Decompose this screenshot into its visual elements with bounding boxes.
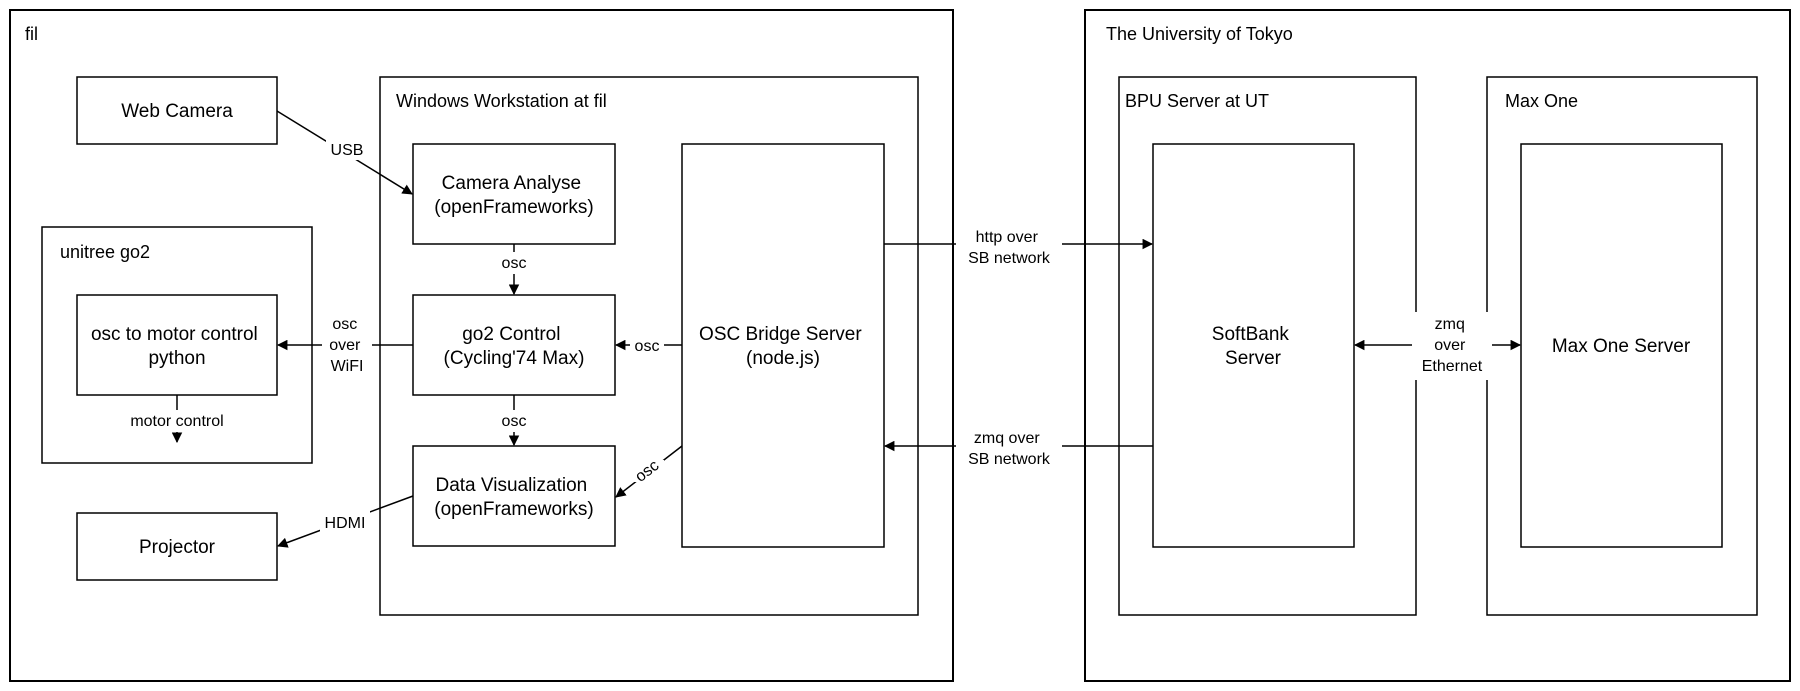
node-web-camera: Web Camera — [77, 77, 277, 144]
edge-zmq-sb-label-line-2: SB network — [968, 451, 1051, 468]
node-max-one-line-1: Max One Server — [1552, 336, 1691, 357]
edge-label-osc-bridge-go2: osc — [630, 335, 664, 355]
edge-label-http-sb: http over SB network — [956, 226, 1062, 270]
edge-osc-bridge-go2-label-line-1: osc — [635, 338, 660, 355]
node-osc-motor-line-2: python — [148, 348, 205, 369]
edge-hdmi-label: HDMI — [325, 515, 366, 532]
edge-zmq-sb-label-line-1: zmq over — [974, 430, 1040, 447]
edge-zmq-eth-label-line-2: over — [1434, 337, 1466, 354]
edge-label-osc-bridge-viz: osc — [630, 457, 664, 486]
edge-motor-control-label-line-1: motor control — [130, 413, 223, 430]
edge-http-sb-label-line-1: http over — [976, 229, 1039, 246]
node-softbank-server: SoftBank Server — [1153, 144, 1354, 547]
edge-label-osc-wifi: osc over WiFI — [322, 312, 372, 380]
node-osc-bridge-line-2: (node.js) — [746, 348, 820, 369]
edge-label-hdmi: HDMI — [320, 511, 370, 533]
edge-osc-wifi-label: osc over WiFI — [329, 316, 365, 375]
node-osc-bridge-line-1: OSC Bridge Server — [699, 324, 862, 345]
edge-usb-label: USB — [331, 142, 364, 159]
group-unitree-title: unitree go2 — [60, 242, 150, 262]
edge-label-motor-control: motor control — [120, 410, 234, 432]
node-go2-control-line-2: (Cycling'74 Max) — [444, 348, 585, 369]
node-osc-motor-line-1: osc to motor control — [91, 324, 258, 345]
edge-osc-go2-viz-label: osc — [502, 413, 527, 430]
node-go2-control: go2 Control (Cycling'74 Max) — [413, 295, 615, 395]
node-projector-line-1: Projector — [139, 537, 216, 558]
node-projector: Projector — [77, 513, 277, 580]
node-softbank-line-2: Server — [1225, 348, 1282, 369]
edge-hdmi-label-line-1: HDMI — [325, 515, 366, 532]
edge-osc-go2-viz-label-line-1: osc — [502, 413, 527, 430]
group-maxone-title: Max One — [1505, 91, 1578, 111]
node-max-one-label: Max One Server — [1552, 336, 1691, 357]
edge-usb-label-line-1: USB — [331, 142, 364, 159]
node-projector-label: Projector — [139, 537, 216, 558]
group-fil-title: fil — [25, 24, 38, 44]
node-web-camera-line-1: Web Camera — [121, 101, 233, 122]
edge-osc-bridge-go2-label: osc — [635, 338, 660, 355]
edge-label-zmq-eth: zmq over Ethernet — [1412, 312, 1492, 380]
node-data-visualization: Data Visualization (openFrameworks) — [413, 446, 615, 546]
group-workstation-title: Windows Workstation at fil — [396, 91, 607, 111]
node-osc-motor-control: osc to motor control python — [77, 295, 277, 395]
node-camera-analyse-line-1: Camera Analyse — [442, 173, 581, 194]
node-osc-bridge-server: OSC Bridge Server (node.js) — [682, 144, 884, 547]
edge-osc-wifi-label-line-1: osc — [332, 316, 357, 333]
edge-label-osc-go2-viz: osc — [497, 410, 531, 432]
node-data-viz-line-1: Data Visualization — [435, 475, 587, 496]
node-softbank-line-1: SoftBank — [1212, 324, 1290, 345]
edge-label-zmq-sb: zmq over SB network — [956, 427, 1062, 471]
group-uot-title: The University of Tokyo — [1106, 24, 1293, 44]
edge-osc-wifi-label-line-2: over — [329, 337, 361, 354]
node-go2-control-line-1: go2 Control — [462, 324, 560, 345]
edge-http-sb-label-line-2: SB network — [968, 250, 1051, 267]
node-max-one-server: Max One Server — [1521, 144, 1722, 547]
edge-zmq-eth-label-line-3: Ethernet — [1422, 358, 1483, 375]
edge-zmq-eth-label-line-1: zmq — [1435, 316, 1465, 333]
node-data-viz-line-2: (openFrameworks) — [434, 499, 593, 520]
edge-osc-cam-go2-label-line-1: osc — [502, 255, 527, 272]
edge-osc-wifi-label-line-3: WiFI — [331, 358, 364, 375]
edge-motor-control-label: motor control — [130, 413, 223, 430]
node-web-camera-label: Web Camera — [121, 101, 233, 122]
group-bpu-title: BPU Server at UT — [1125, 91, 1269, 111]
edge-label-osc-cam-go2: osc — [497, 252, 531, 274]
node-camera-analyse: Camera Analyse (openFrameworks) — [413, 144, 615, 244]
edge-label-usb: USB — [326, 138, 368, 160]
node-camera-analyse-line-2: (openFrameworks) — [434, 197, 593, 218]
edge-osc-cam-go2-label: osc — [502, 255, 527, 272]
